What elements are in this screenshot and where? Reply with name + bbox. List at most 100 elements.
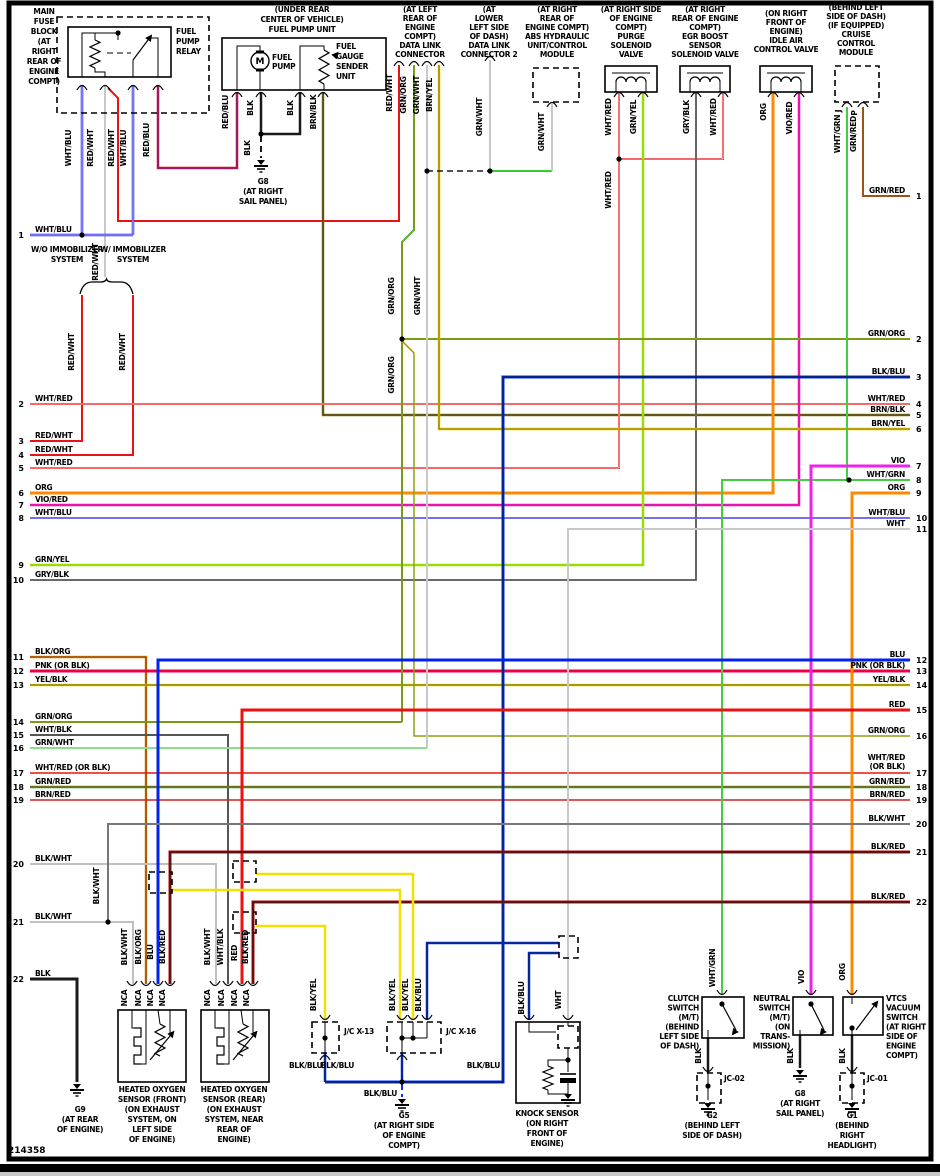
- wire-row10-gryblk: [30, 92, 697, 581]
- wire-row12R-blu: [156, 658, 910, 984]
- box-inline-conn-b: [232, 860, 257, 883]
- left-row-label: GRN/RED: [35, 777, 71, 786]
- terminal-arc: [396, 1054, 408, 1061]
- resistor-zigzag-relay-coil: [88, 39, 102, 69]
- caption-main-fuse-caption: MAIN: [33, 7, 54, 16]
- left-row-number: 14: [13, 718, 25, 727]
- terminal-arc: [433, 60, 445, 67]
- wire-label-vertical: BLK/RED: [158, 930, 167, 964]
- wire-label-vertical: GRN/ORG: [387, 277, 396, 314]
- caption-cruise-caption: SIDE OF DASH): [826, 12, 886, 21]
- wire-label: JC-02: [723, 1074, 745, 1083]
- wire-label-vertical: WHT/RED: [709, 98, 718, 136]
- left-row-number: 12: [13, 667, 24, 676]
- caption-abs-caption: REAR OF: [540, 14, 575, 23]
- right-row-number: 13: [916, 667, 927, 676]
- wire-o2f-arrow-line: [149, 1035, 171, 1061]
- terminal-arc: [152, 84, 164, 91]
- wire-label-vertical: RED/WHT: [86, 128, 95, 167]
- caption-g9-caption: G9: [75, 1105, 86, 1114]
- terminal-arc: [767, 91, 779, 98]
- caption-sender-label: FUEL: [336, 42, 356, 51]
- caption-o2-rear-caption: ENGINE): [217, 1135, 250, 1144]
- caption-immo-w-caption: SYSTEM: [117, 255, 149, 264]
- right-row-label: WHT/GRN: [866, 470, 905, 479]
- wire-label-vertical: RED/BLU: [142, 123, 151, 157]
- left-row-label: BLK/WHT: [35, 912, 73, 921]
- caption-g8-pump-caption: G8: [258, 177, 269, 186]
- caption-g8-pump-caption: SAIL PANEL): [239, 197, 287, 206]
- wire-blkyel-a: [172, 888, 402, 1020]
- left-row-label: YEL/BLK: [34, 675, 69, 684]
- arrowhead: [167, 1030, 175, 1039]
- wire-sender-int-1: [299, 45, 325, 90]
- wire-label-vertical: WHT/BLU: [64, 129, 73, 166]
- wire-stripe-x16-blkblu-in: [426, 942, 559, 1020]
- arrowhead: [145, 34, 153, 43]
- left-row-number: 11: [13, 653, 25, 662]
- wire-stripe-egr-whtred: [619, 92, 724, 160]
- left-row-label: GRY/BLK: [35, 570, 70, 579]
- wire-o2f-int-1: [131, 1010, 134, 1029]
- left-row-number: 18: [13, 783, 25, 792]
- caption-vtcs-caption: SIDE OF: [886, 1032, 918, 1041]
- caption-o2-front-caption: OF ENGINE): [129, 1135, 175, 1144]
- left-row-number: 9: [18, 561, 24, 570]
- wire-label-vertical: NCA: [203, 989, 212, 1006]
- wire-blkyel-c: [256, 924, 327, 1020]
- wire-relay-int-5: [148, 37, 159, 77]
- caption-o2-rear-caption: REAR OF: [217, 1125, 252, 1134]
- terminal-arc: [222, 980, 234, 987]
- right-row-label: VIO: [891, 456, 905, 465]
- terminal-arc: [236, 980, 248, 987]
- wire-row6-org: [30, 92, 775, 495]
- right-row-label: BRN/BLK: [870, 405, 906, 414]
- caption-cruise-caption: CONTROL: [837, 39, 876, 48]
- junction-dot: [487, 168, 493, 174]
- wire-relay-int-1: [81, 32, 119, 77]
- wire-label-vertical: GRN/WHT: [413, 276, 422, 316]
- caption-main-fuse-caption: BLOCK: [31, 27, 59, 36]
- caption-abs-caption: MODULE: [540, 50, 574, 59]
- left-row-number: 16: [13, 744, 25, 753]
- right-row-number: 21: [916, 848, 928, 857]
- wire-label-vertical: GRN/RED: [849, 116, 858, 152]
- bottom-strip: [0, 1172, 940, 1176]
- wire-stripe-row5-purge-whtred: [30, 92, 620, 469]
- wire-pump-int-1: [236, 45, 261, 90]
- right-row-number: 20: [916, 820, 928, 829]
- right-row-label: BLK/RED: [871, 892, 905, 901]
- ground-arrow-g2: [704, 1103, 712, 1108]
- wire-label-vertical: BLK/WHT: [203, 928, 212, 966]
- right-row-number: 8: [916, 476, 922, 485]
- wire-cruise-grnred-row1: [862, 107, 910, 197]
- left-row-number: 2: [18, 400, 24, 409]
- immobilizer-brace: [79, 276, 134, 295]
- caption-o2-rear-caption: SENSOR (REAR): [203, 1095, 265, 1104]
- wire-stripe-sender-brnblk: [322, 92, 910, 416]
- caption-dlc-caption: REAR OF: [403, 14, 438, 23]
- wire-label-vertical: WHT: [554, 989, 563, 1009]
- wire-row15-whtblk: [30, 734, 229, 984]
- wire-stripe-dlc-brnyel: [438, 65, 910, 430]
- right-row-number: 11: [916, 525, 928, 534]
- terminal-arc: [319, 1054, 331, 1061]
- junction-dot: [399, 1079, 405, 1085]
- wire-label-vertical: GRN/ORG: [399, 76, 408, 113]
- left-row-number: 5: [18, 464, 24, 473]
- wire-row7R-vio: [809, 464, 910, 995]
- wire-stripe-row21R-blkred: [169, 851, 910, 984]
- terminal-arc: [613, 91, 625, 98]
- left-row-label: GRN/ORG: [35, 712, 72, 721]
- box-o2-front: [117, 1009, 187, 1083]
- wire-label-vertical: BLU: [146, 944, 155, 960]
- junction-dot: [105, 919, 111, 925]
- caption-idle-caption: IDLE AIR: [769, 36, 803, 45]
- ground-arrow-g9: [73, 1084, 81, 1089]
- left-row-number: 15: [13, 731, 25, 740]
- arrowhead: [871, 1000, 879, 1009]
- wire-label-vertical: BLK: [838, 1047, 847, 1064]
- wire-row16R-grnorg: [401, 340, 910, 737]
- resistor-zigzag-sender-resistor: [317, 49, 331, 85]
